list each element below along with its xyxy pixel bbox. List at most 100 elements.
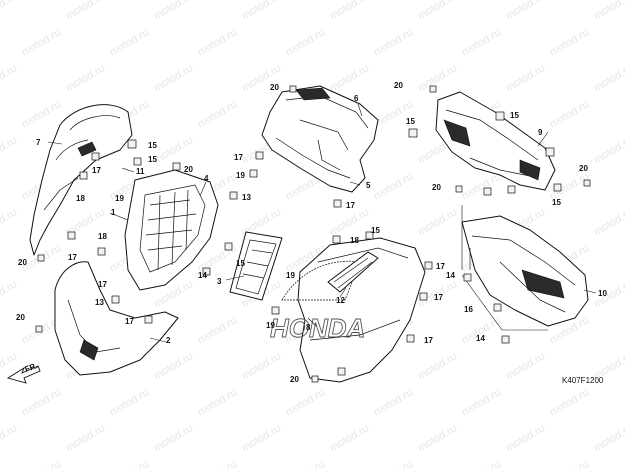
- watermark-text: motod.ru: [416, 62, 460, 94]
- watermark-text: motod.ru: [0, 62, 19, 94]
- callout-17g: 17: [434, 293, 443, 302]
- callout-15d: 15: [371, 226, 380, 235]
- watermark-text: motod.ru: [196, 314, 240, 346]
- callout-13a: 13: [242, 193, 251, 202]
- callout-15f: 15: [510, 111, 519, 120]
- meter-visor-part-5-6: [261, 85, 379, 193]
- watermark-text: motod.ru: [416, 350, 460, 382]
- watermark-text: motod.ru: [460, 170, 504, 202]
- watermark-text: motod.ru: [504, 62, 548, 94]
- watermark-text: motod.ru: [0, 206, 19, 238]
- callout-8: 8: [306, 323, 311, 332]
- watermark-text: motod.ru: [416, 206, 460, 238]
- callout-17e: 17: [234, 153, 243, 162]
- watermark-text: motod.ru: [548, 26, 592, 58]
- watermark-text: motod.ru: [328, 0, 372, 23]
- callout-15c: 15: [236, 259, 245, 268]
- watermark-text: motod.ru: [504, 422, 548, 454]
- watermark-text: motod.ru: [240, 422, 284, 454]
- watermark-text: motod.ru: [152, 422, 196, 454]
- watermark-text: motod.ru: [20, 98, 64, 130]
- watermark-text: motod.ru: [592, 278, 625, 310]
- callout-14c: 14: [476, 334, 485, 343]
- callout-2: 2: [166, 336, 171, 345]
- watermark-text: motod.ru: [108, 26, 152, 58]
- callout-6: 6: [354, 94, 359, 103]
- front-cover-part-7: [29, 104, 133, 256]
- watermark-text: motod.ru: [416, 0, 460, 23]
- watermark-text: motod.ru: [284, 26, 328, 58]
- callout-15b: 15: [148, 155, 157, 164]
- watermark-text: motod.ru: [108, 386, 152, 418]
- side-cover-part-10: [461, 215, 589, 327]
- diagram-code: K407F1200: [562, 376, 604, 385]
- watermark-text: motod.ru: [372, 386, 416, 418]
- watermark-text: motod.ru: [196, 98, 240, 130]
- callout-20g: 20: [432, 183, 441, 192]
- watermark-text: motod.ru: [592, 0, 625, 23]
- watermark-text: motod.ru: [284, 386, 328, 418]
- panel-part-3: [229, 231, 283, 301]
- watermark-text: motod.ru: [592, 62, 625, 94]
- watermark-text: motod.ru: [196, 458, 240, 468]
- front-lower-cover-part-2: [54, 261, 179, 376]
- callout-10: 10: [598, 289, 607, 298]
- callout-17a: 17: [92, 166, 101, 175]
- watermark-text: motod.ru: [372, 458, 416, 468]
- watermark-text: motod.ru: [152, 0, 196, 23]
- direction-label: FR.: [24, 361, 39, 374]
- front-direction-indicator: FR.: [6, 361, 41, 384]
- group-leader: [461, 222, 548, 331]
- callout-17f: 17: [346, 201, 355, 210]
- watermark-text: motod.ru: [328, 422, 372, 454]
- watermark-text: motod.ru: [240, 0, 284, 23]
- watermark-text: motod.ru: [460, 26, 504, 58]
- watermark-text: motod.ru: [592, 206, 625, 238]
- watermark-text: motod.ru: [152, 62, 196, 94]
- callout-7: 7: [36, 138, 41, 147]
- watermark-text: motod.ru: [196, 386, 240, 418]
- watermark-text: motod.ru: [152, 350, 196, 382]
- watermark-text: motod.ru: [0, 422, 19, 454]
- watermark-text: motod.ru: [0, 0, 19, 23]
- callout-19c: 19: [266, 321, 275, 330]
- leader-lines: [47, 103, 597, 343]
- callout-4: 4: [204, 174, 209, 183]
- watermark-text: motod.ru: [284, 458, 328, 468]
- callout-19b: 19: [236, 171, 245, 180]
- watermark-text: motod.ru: [592, 134, 625, 166]
- callout-19a: 19: [115, 194, 124, 203]
- callout-20h: 20: [579, 164, 588, 173]
- callout-11: 11: [136, 167, 145, 176]
- watermark-text: motod.ru: [460, 458, 504, 468]
- callout-18c: 18: [350, 236, 359, 245]
- watermark-text: motod.ru: [328, 62, 372, 94]
- callout-17c: 17: [98, 280, 107, 289]
- callout-17i: 17: [436, 262, 445, 271]
- watermark-text: motod.ru: [328, 206, 372, 238]
- honda-logo: HONDA: [270, 313, 365, 343]
- watermark-text: motod.ru: [372, 170, 416, 202]
- watermark-text: motod.ru: [548, 98, 592, 130]
- callout-17b: 17: [68, 253, 77, 262]
- watermark-text: motod.ru: [592, 422, 625, 454]
- watermark-text: motod.ru: [372, 26, 416, 58]
- watermark-text: motod.ru: [152, 134, 196, 166]
- watermark-text: motod.ru: [64, 422, 108, 454]
- watermark-text: motod.ru: [108, 458, 152, 468]
- callout-17h: 17: [424, 336, 433, 345]
- callout-18b: 18: [98, 232, 107, 241]
- watermark-text: motod.ru: [548, 458, 592, 468]
- callout-5: 5: [366, 181, 371, 190]
- callout-labels: 1 2 3 4 5 6 7 8 9 10 11 12 13 13 14 14 1…: [16, 81, 607, 384]
- watermark-text: motod.ru: [504, 0, 548, 23]
- watermark-text: motod.ru: [64, 62, 108, 94]
- watermark-text: motod.ru: [416, 422, 460, 454]
- watermark-text: motod.ru: [240, 350, 284, 382]
- watermark-text: motod.ru: [64, 0, 108, 23]
- watermark-text: motod.ru: [196, 26, 240, 58]
- fasteners: [35, 85, 591, 383]
- watermark-text: motod.ru: [20, 386, 64, 418]
